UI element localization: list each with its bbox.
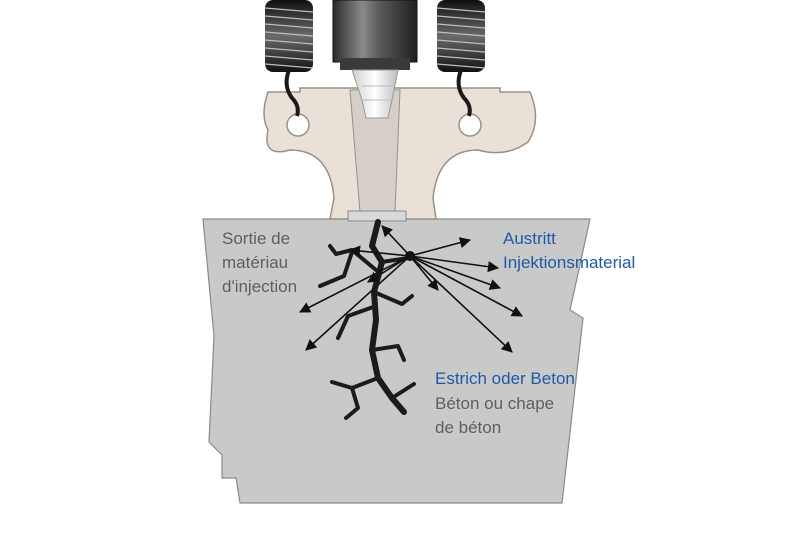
- flow-arrows: [299, 225, 523, 353]
- injection-point: [405, 251, 415, 261]
- label-exit-de: Austritt Injektionsmaterial: [503, 227, 635, 275]
- label-substrate-fr-line2: de béton: [435, 418, 502, 437]
- label-exit-de-line1: Austritt: [503, 229, 556, 248]
- label-substrate-fr-line1: Béton ou chape: [435, 394, 555, 413]
- label-exit-fr: Sortie de matériau d'injection: [222, 227, 297, 299]
- concrete-block: [202, 218, 591, 504]
- label-exit-de-line2: Injektionsmaterial: [503, 253, 636, 272]
- label-exit-fr-line1: Sortie de: [222, 229, 291, 248]
- mount-hole-right: [458, 113, 482, 137]
- label-substrate-fr: Béton ou chape de béton: [435, 392, 554, 440]
- coil-spring-icon: [264, 0, 486, 117]
- label-substrate-de: Estrich oder Beton: [435, 369, 575, 388]
- crack-network: [318, 219, 416, 420]
- mount-hole-left: [286, 113, 310, 137]
- injector-nozzle-icon: [332, 0, 418, 119]
- label-exit-fr-line2: matériau: [222, 253, 289, 272]
- label-exit-fr-line3: d'injection: [222, 277, 298, 296]
